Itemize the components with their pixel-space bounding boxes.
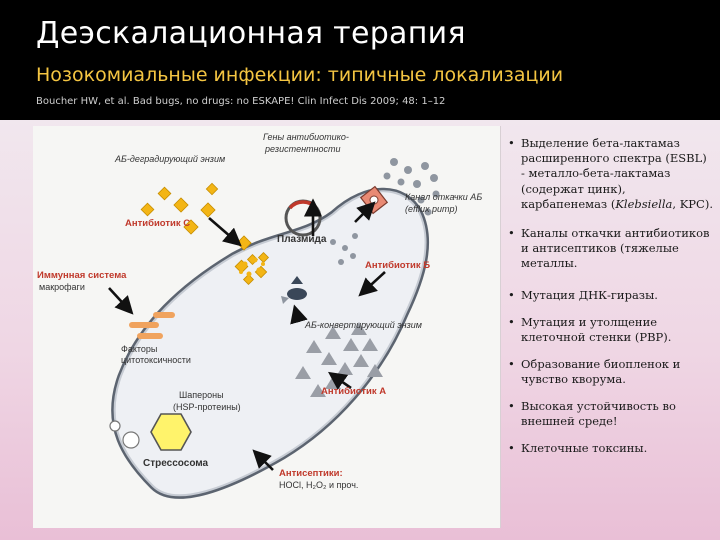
- label-antiseptics-1: Антисептики:: [279, 468, 343, 479]
- label-immune-1: Иммунная система: [37, 270, 127, 281]
- bullet-item: Мутация и утолщение клеточной стенки (PB…: [508, 315, 713, 345]
- citation: Boucher HW, et al. Bad bugs, no drugs: n…: [36, 96, 446, 107]
- label-ab-degrading-enzyme: АБ-деградирующий энзим: [114, 154, 225, 164]
- label-antibiotic-b: Антибиотик Б: [365, 260, 430, 271]
- bullet-item: Мутация ДНК-гиразы.: [508, 288, 713, 303]
- label-efflux-1: Канал откачки АБ: [405, 192, 482, 202]
- label-resistance-genes-2: резистентности: [264, 144, 341, 154]
- label-antibiotic-a: Антибиотик А: [321, 386, 386, 397]
- antibiotic-c-diamonds: [140, 182, 270, 286]
- slide-header: Деэскалационная терапия Нозокомиальные и…: [0, 0, 720, 120]
- label-converting-enzyme: АБ-конвертирующий энзим: [304, 320, 422, 330]
- label-antibiotic-c: Антибиотик С: [125, 218, 190, 229]
- converting-enzyme: [281, 276, 307, 304]
- bacteria-diagram: АБ-деградирующий энзим Гены антибиотико-…: [33, 126, 501, 528]
- label-cytotox-2: цитотоксичности: [121, 355, 191, 365]
- pointer-arrows: [108, 198, 386, 471]
- antibiotic-b-dots: [330, 158, 440, 265]
- diagram-svg: АБ-деградирующий энзим Гены антибиотико-…: [37, 132, 482, 499]
- cell-membrane: [111, 187, 430, 499]
- diagram-labels: АБ-деградирующий энзим Гены антибиотико-…: [37, 132, 482, 490]
- antibiotic-a-triangles: [295, 322, 383, 397]
- page-title: Деэскалационная терапия: [36, 16, 466, 51]
- label-stressosome: Стрессосома: [143, 458, 209, 469]
- bullet-item: Образование биопленок и чувство кворума.: [508, 357, 713, 387]
- bullet-item: Каналы откачки антибиотиков и антисептик…: [508, 226, 713, 272]
- label-immune-2: макрофаги: [39, 282, 85, 292]
- bullet-list: Выделение бета-лактамаз расширенного спе…: [508, 136, 713, 467]
- bullet-item: Высокая устойчивость во внешней среде!: [508, 399, 713, 429]
- degraded-fragments: [239, 257, 265, 277]
- label-chaperones-1: Шапероны: [179, 390, 224, 400]
- label-chaperones-2: (HSP-протеины): [173, 402, 241, 412]
- page-subtitle: Нозокомиальные инфекции: типичные локали…: [36, 64, 564, 86]
- label-cytotox-1: Факторы: [121, 344, 157, 354]
- label-plasmid: Плазмида: [277, 234, 327, 245]
- label-resistance-genes-1: Гены антибиотико-: [263, 132, 349, 142]
- label-efflux-2: (efflux pump): [405, 204, 458, 214]
- bullet-item: Выделение бета-лактамаз расширенного спе…: [508, 136, 713, 212]
- label-antiseptics-2: HOCl, H₂O₂ и проч.: [279, 480, 358, 490]
- stressosome-hexagon: [109, 413, 192, 451]
- bullet-item: Клеточные токсины.: [508, 441, 713, 456]
- cytotoxicity-rods: [129, 312, 175, 339]
